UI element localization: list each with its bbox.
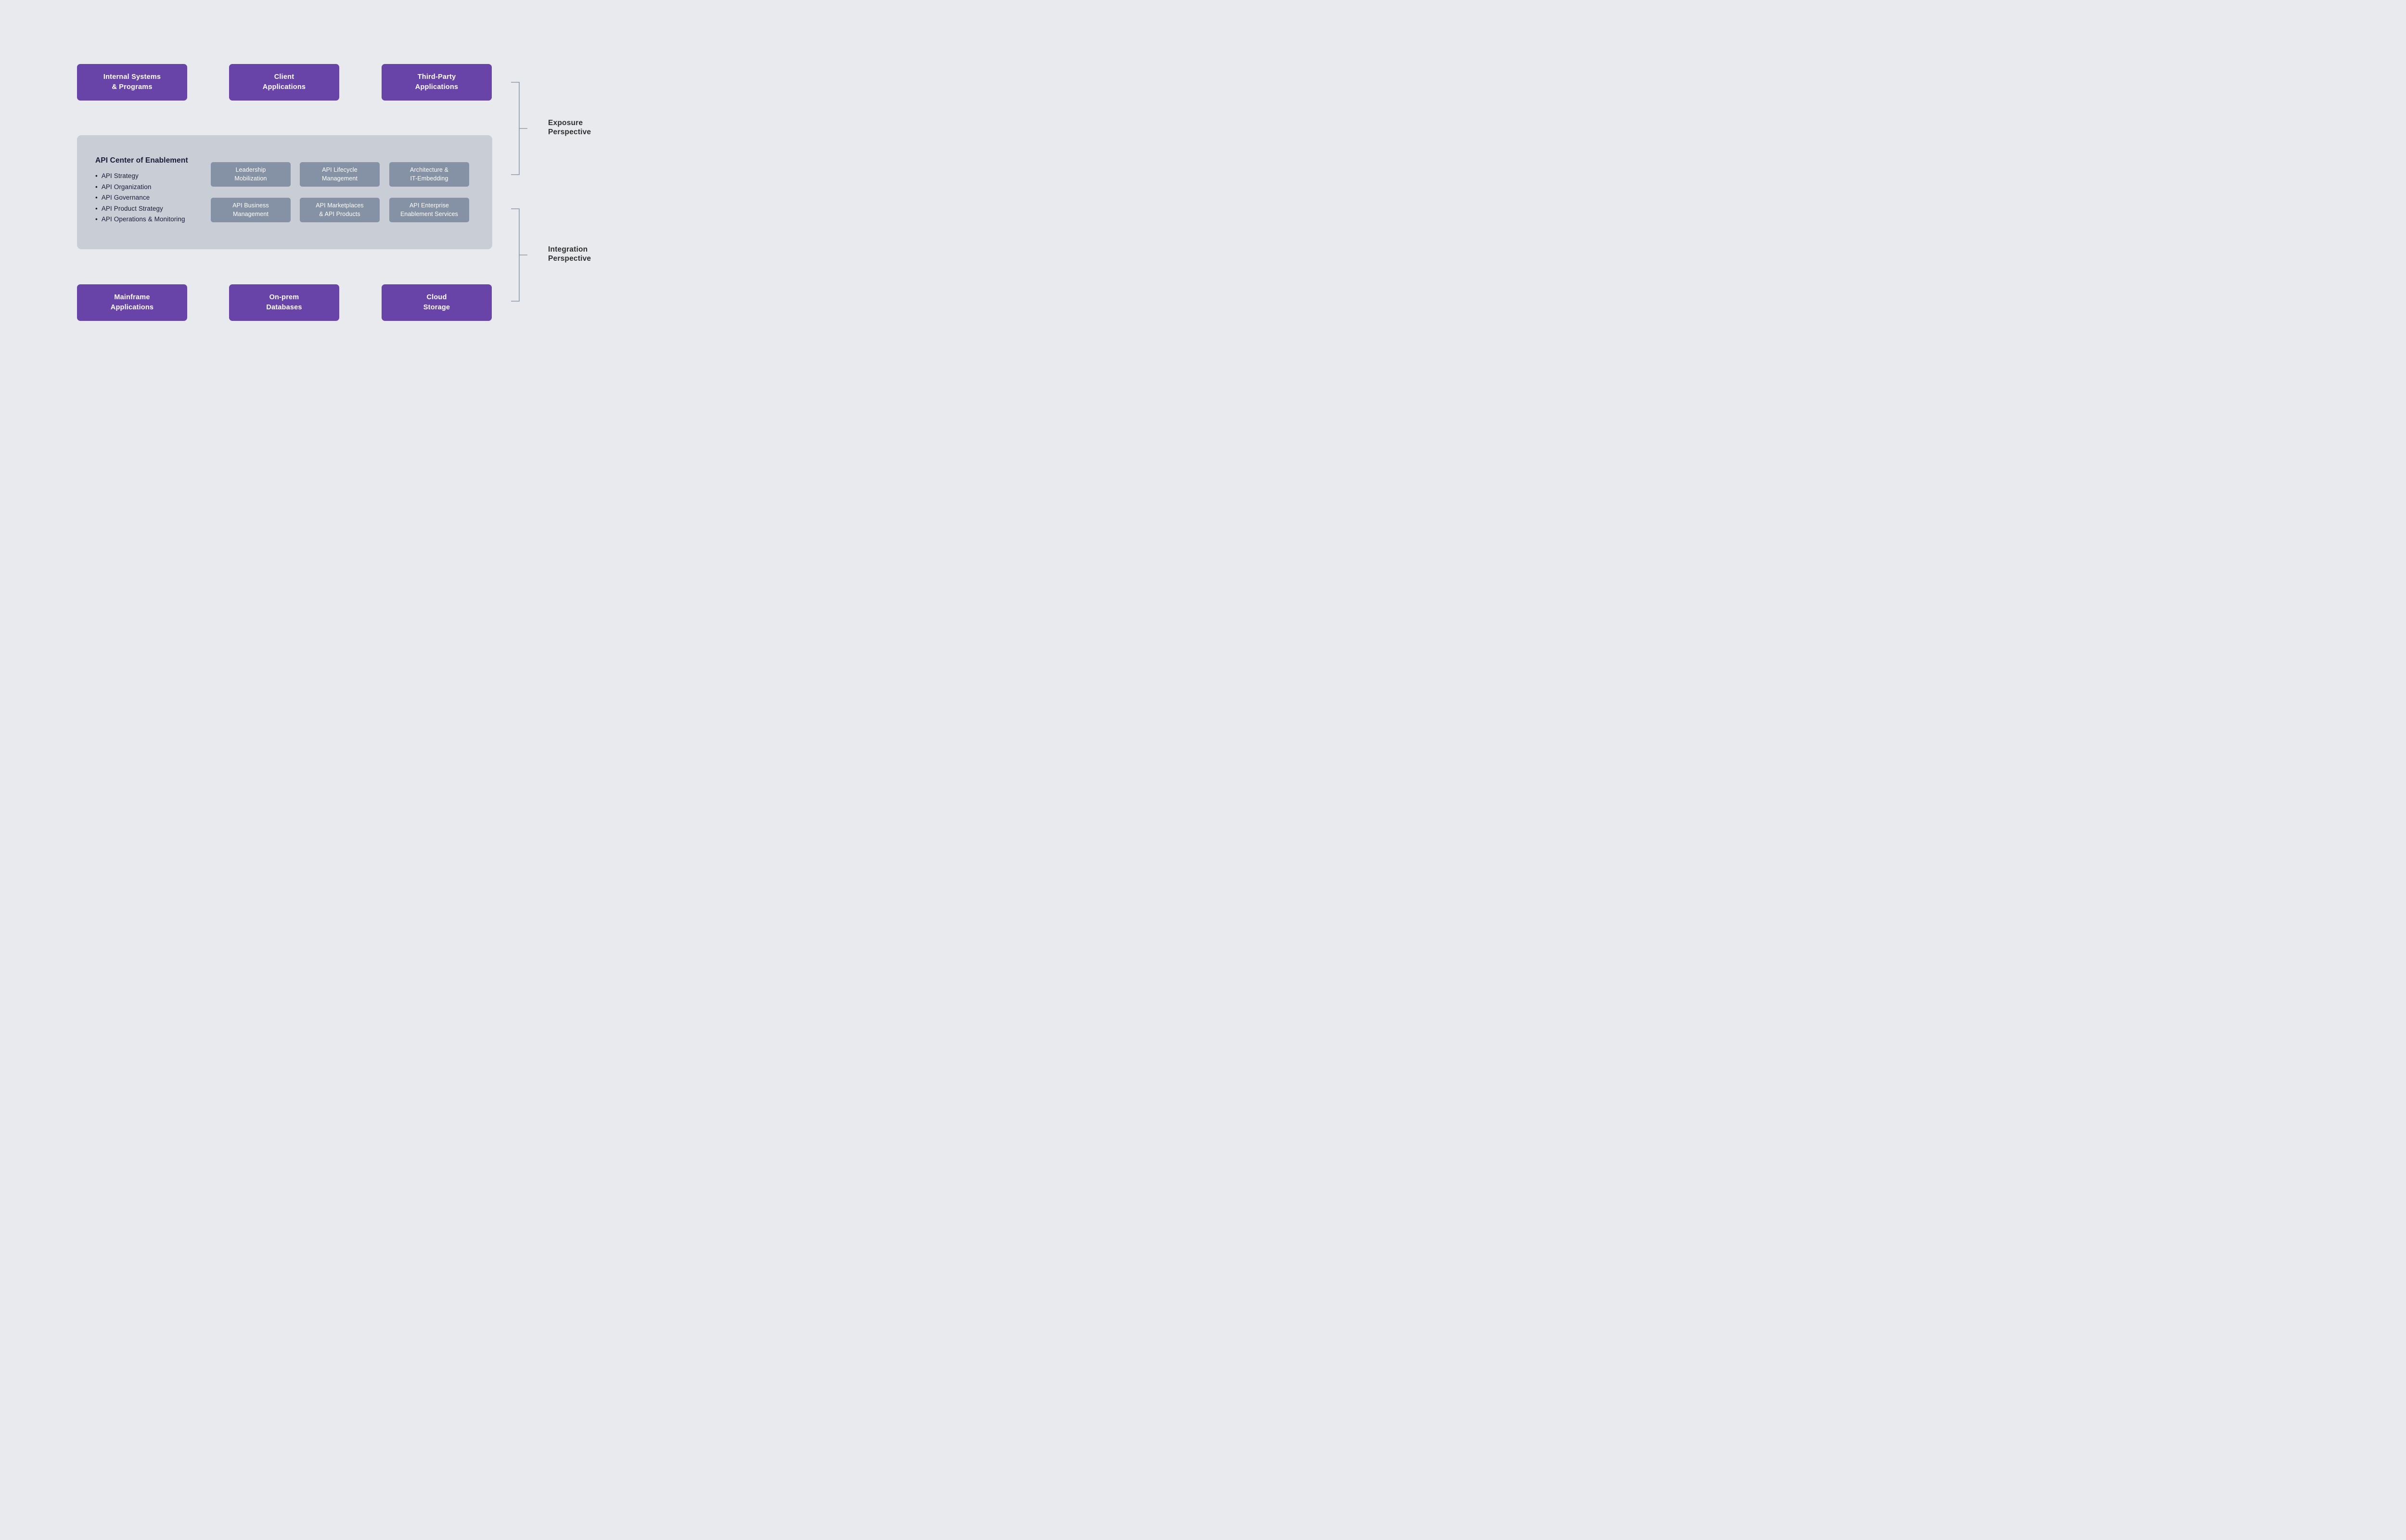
bullet-item-api-product-strategy: • API Product Strategy <box>95 205 185 216</box>
bullet-text: API Strategy <box>101 172 139 179</box>
box-client-applications: Client Applications <box>229 64 339 101</box>
coe-bullet-list: • API Strategy • API Organization • API … <box>95 172 185 227</box>
capability-label: API Business Management <box>232 202 269 217</box>
bullet-text: API Governance <box>101 194 150 201</box>
capability-box-architecture-it-embedding: Architecture & IT-Embedding <box>389 162 469 187</box>
box-mainframe-applications: Mainframe Applications <box>77 284 187 321</box>
bullet-text: API Product Strategy <box>101 204 163 212</box>
box-label: Internal Systems & Programs <box>103 73 161 91</box>
bullet-marker: • <box>95 172 98 179</box>
capability-box-leadership-mobilization: Leadership Mobilization <box>211 162 291 187</box>
capability-label: API Enterprise Enablement Services <box>400 202 458 217</box>
capability-box-api-marketplaces-products: API Marketplaces & API Products <box>300 198 380 222</box>
capability-box-api-business-management: API Business Management <box>211 198 291 222</box>
box-third-party-applications: Third-Party Applications <box>382 64 492 101</box>
box-label: Third-Party Applications <box>415 73 459 91</box>
integration-bracket <box>511 208 527 302</box>
exposure-bracket <box>511 82 527 175</box>
box-label: Mainframe Applications <box>110 293 154 311</box>
box-label: Client Applications <box>262 73 306 91</box>
bullet-marker: • <box>95 183 98 191</box>
bullet-item-api-governance: • API Governance <box>95 194 185 205</box>
integration-perspective-label: Integration Perspective <box>548 245 591 263</box>
capability-box-api-lifecycle-management: API Lifecycle Management <box>300 162 380 187</box>
capability-label: Leadership Mobilization <box>234 166 267 182</box>
diagram-canvas: Internal Systems & Programs Client Appli… <box>0 0 685 385</box>
exposure-perspective-label: Exposure Perspective <box>548 119 591 137</box>
box-label: Cloud Storage <box>423 293 450 311</box>
capability-box-api-enterprise-enablement-services: API Enterprise Enablement Services <box>389 198 469 222</box>
box-on-prem-databases: On-prem Databases <box>229 284 339 321</box>
box-label: On-prem Databases <box>266 293 302 311</box>
capability-label: API Marketplaces & API Products <box>316 202 364 217</box>
box-internal-systems-programs: Internal Systems & Programs <box>77 64 187 101</box>
bullet-text: API Operations & Monitoring <box>101 216 185 223</box>
bullet-text: API Organization <box>101 183 152 191</box>
bullet-marker: • <box>95 204 98 212</box>
api-center-of-enablement-container: API Center of Enablement • API Strategy … <box>77 135 492 249</box>
capability-label: Architecture & IT-Embedding <box>410 166 448 182</box>
coe-title: API Center of Enablement <box>95 156 188 165</box>
bullet-item-api-organization: • API Organization <box>95 183 185 194</box>
box-cloud-storage: Cloud Storage <box>382 284 492 321</box>
bullet-marker: • <box>95 194 98 201</box>
capability-label: API Lifecycle Management <box>322 166 358 182</box>
bullet-item-api-strategy: • API Strategy <box>95 172 185 183</box>
bullet-item-api-operations-monitoring: • API Operations & Monitoring <box>95 216 185 227</box>
bullet-marker: • <box>95 216 98 223</box>
